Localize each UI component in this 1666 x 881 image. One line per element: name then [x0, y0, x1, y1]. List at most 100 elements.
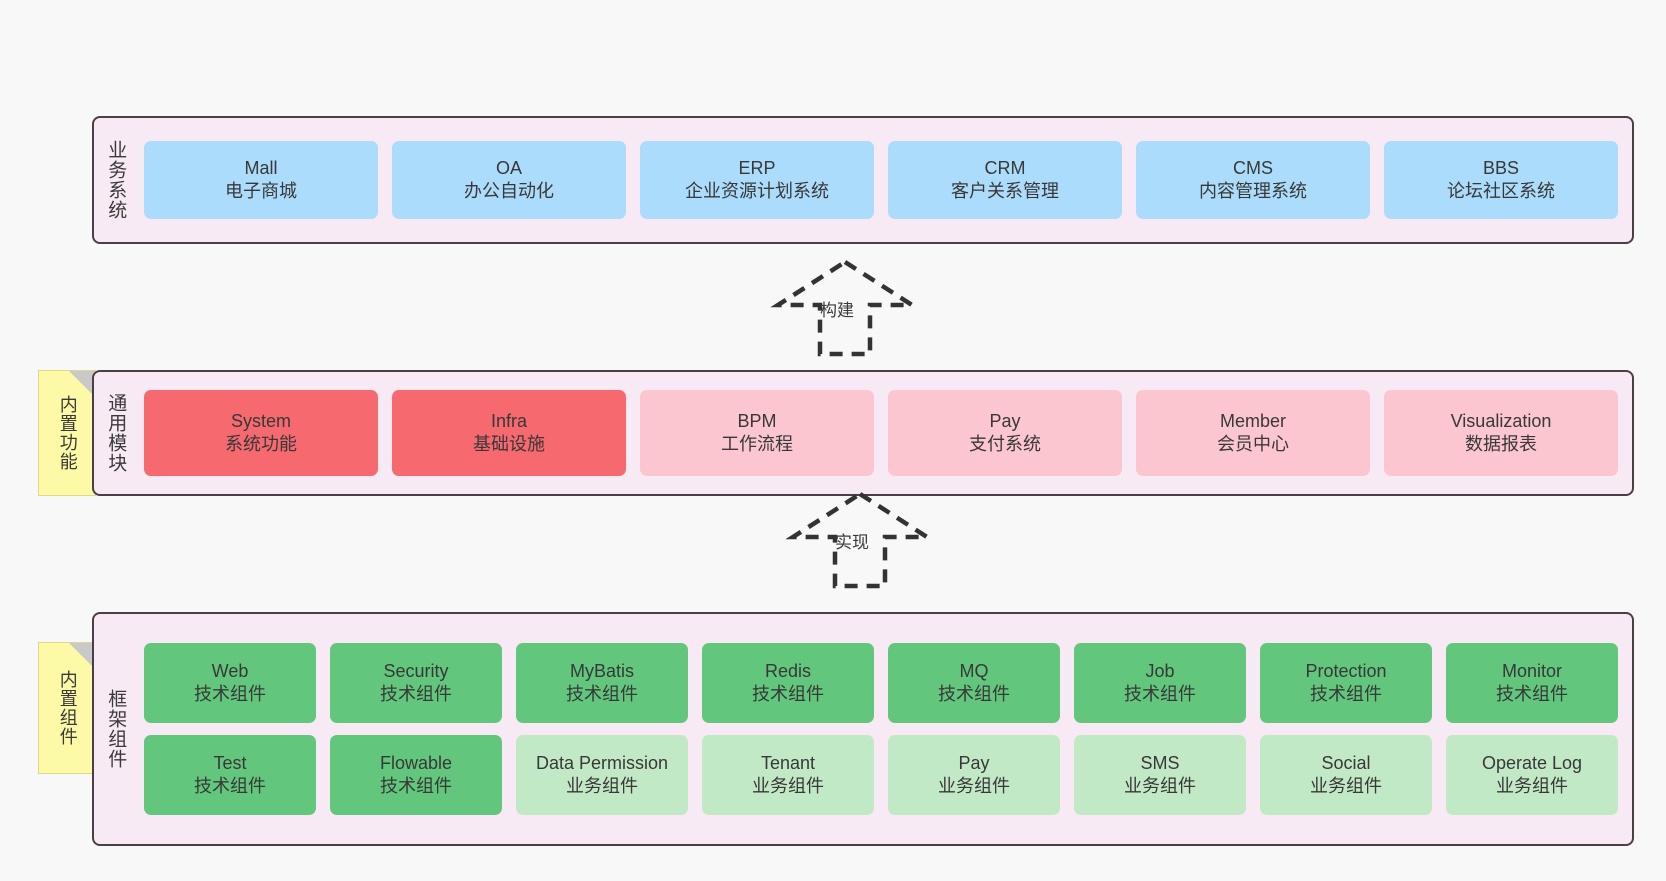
card-social-title: Social [1321, 752, 1371, 773]
card-bpm-title: BPM [737, 410, 777, 431]
card-monitor[interactable]: Monitor 技术组件 [1446, 643, 1618, 723]
card-pay-module-title: Pay [989, 410, 1021, 431]
card-erp-title: ERP [738, 157, 776, 178]
card-pay-component[interactable]: Pay 业务组件 [888, 735, 1060, 815]
card-mall[interactable]: Mall 电子商城 [144, 141, 378, 219]
card-security-title: Security [383, 660, 449, 681]
card-system-title: System [230, 410, 291, 431]
card-protection[interactable]: Protection 技术组件 [1260, 643, 1432, 723]
card-data-permission-subtitle: 业务组件 [566, 776, 638, 796]
card-operate-log-title: Operate Log [1481, 752, 1583, 773]
card-pay-module[interactable]: Pay 支付系统 [888, 390, 1122, 476]
card-mq-title: MQ [959, 660, 989, 681]
card-mybatis[interactable]: MyBatis 技术组件 [516, 643, 688, 723]
card-visualization-subtitle: 数据报表 [1465, 434, 1537, 454]
layer-framework-components: 框架组件 Web 技术组件 Security 技术组件 MyBatis 技术组件… [92, 612, 1634, 846]
card-monitor-title: Monitor [1501, 660, 1563, 681]
card-infra-subtitle: 基础设施 [473, 434, 545, 454]
card-pay-module-subtitle: 支付系统 [969, 434, 1041, 454]
connector-build-label: 构建 [820, 301, 854, 320]
card-crm-subtitle: 客户关系管理 [951, 181, 1059, 201]
card-test[interactable]: Test 技术组件 [144, 735, 316, 815]
card-test-subtitle: 技术组件 [194, 776, 266, 796]
card-tenant-subtitle: 业务组件 [752, 776, 824, 796]
card-crm-title: CRM [984, 157, 1026, 178]
framework-row-business: Test 技术组件 Flowable 技术组件 Data Permission … [144, 735, 1618, 815]
card-oa[interactable]: OA 办公自动化 [392, 141, 626, 219]
card-mall-title: Mall [244, 157, 278, 178]
layer-title-common-modules: 通用模块 [105, 393, 127, 473]
card-sms-subtitle: 业务组件 [1124, 776, 1196, 796]
connector-implement-label: 实现 [835, 533, 869, 552]
card-pay-component-subtitle: 业务组件 [938, 776, 1010, 796]
layer-title-framework-components: 框架组件 [105, 689, 127, 769]
layer-body-common-modules: System 系统功能 Infra 基础设施 BPM 工作流程 Pay 支付系统… [136, 372, 1632, 494]
card-redis[interactable]: Redis 技术组件 [702, 643, 874, 723]
card-security[interactable]: Security 技术组件 [330, 643, 502, 723]
connector-implement: 实现 [775, 490, 945, 590]
card-bbs-title: BBS [1482, 157, 1520, 178]
card-web-title: Web [211, 660, 249, 681]
card-pay-component-title: Pay [958, 752, 990, 773]
card-bbs-subtitle: 论坛社区系统 [1447, 181, 1555, 201]
card-infra-title: Infra [490, 410, 528, 431]
card-system-subtitle: 系统功能 [225, 434, 297, 454]
card-tenant[interactable]: Tenant 业务组件 [702, 735, 874, 815]
card-social[interactable]: Social 业务组件 [1260, 735, 1432, 815]
card-operate-log-subtitle: 业务组件 [1496, 776, 1568, 796]
card-web[interactable]: Web 技术组件 [144, 643, 316, 723]
card-sms-title: SMS [1140, 752, 1180, 773]
card-oa-subtitle: 办公自动化 [464, 181, 554, 201]
card-visualization[interactable]: Visualization 数据报表 [1384, 390, 1618, 476]
card-test-title: Test [213, 752, 247, 773]
card-protection-title: Protection [1305, 660, 1387, 681]
card-social-subtitle: 业务组件 [1310, 776, 1382, 796]
card-cms-subtitle: 内容管理系统 [1199, 181, 1307, 201]
card-member[interactable]: Member 会员中心 [1136, 390, 1370, 476]
card-job-subtitle: 技术组件 [1124, 684, 1196, 704]
card-oa-title: OA [495, 157, 522, 178]
card-mq-subtitle: 技术组件 [938, 684, 1010, 704]
layer-title-business-system: 业务系统 [105, 140, 127, 220]
card-job[interactable]: Job 技术组件 [1074, 643, 1246, 723]
sticky-note-builtin-features: 内置功能 [38, 370, 96, 496]
card-member-title: Member [1219, 410, 1286, 431]
card-cms[interactable]: CMS 内容管理系统 [1136, 141, 1370, 219]
card-web-subtitle: 技术组件 [194, 684, 266, 704]
card-job-title: Job [1145, 660, 1175, 681]
connector-build: 构建 [760, 258, 930, 358]
layer-common-modules: 通用模块 System 系统功能 Infra 基础设施 BPM 工作流程 Pay… [92, 370, 1634, 496]
card-flowable[interactable]: Flowable 技术组件 [330, 735, 502, 815]
card-redis-title: Redis [764, 660, 812, 681]
layer-body-business-system: Mall 电子商城 OA 办公自动化 ERP 企业资源计划系统 CRM 客户关系… [136, 118, 1632, 242]
card-mybatis-subtitle: 技术组件 [566, 684, 638, 704]
card-mall-subtitle: 电子商城 [225, 181, 297, 201]
card-operate-log[interactable]: Operate Log 业务组件 [1446, 735, 1618, 815]
card-security-subtitle: 技术组件 [380, 684, 452, 704]
sticky-note-builtin-features-label: 内置功能 [57, 395, 78, 471]
card-bpm-subtitle: 工作流程 [721, 434, 793, 454]
card-sms[interactable]: SMS 业务组件 [1074, 735, 1246, 815]
card-infra[interactable]: Infra 基础设施 [392, 390, 626, 476]
card-erp-subtitle: 企业资源计划系统 [685, 181, 829, 201]
sticky-fold-corner-icon [69, 643, 95, 669]
sticky-fold-corner-icon [69, 371, 95, 397]
card-bpm[interactable]: BPM 工作流程 [640, 390, 874, 476]
card-protection-subtitle: 技术组件 [1310, 684, 1382, 704]
card-mybatis-title: MyBatis [569, 660, 634, 681]
card-crm[interactable]: CRM 客户关系管理 [888, 141, 1122, 219]
layer-business-system: 业务系统 Mall 电子商城 OA 办公自动化 ERP 企业资源计划系统 CRM… [92, 116, 1634, 244]
card-visualization-title: Visualization [1450, 410, 1552, 431]
card-data-permission[interactable]: Data Permission 业务组件 [516, 735, 688, 815]
card-mq[interactable]: MQ 技术组件 [888, 643, 1060, 723]
card-erp[interactable]: ERP 企业资源计划系统 [640, 141, 874, 219]
card-flowable-title: Flowable [379, 752, 453, 773]
card-tenant-title: Tenant [760, 752, 816, 773]
card-data-permission-title: Data Permission [535, 752, 669, 773]
card-bbs[interactable]: BBS 论坛社区系统 [1384, 141, 1618, 219]
card-system[interactable]: System 系统功能 [144, 390, 378, 476]
card-member-subtitle: 会员中心 [1217, 434, 1289, 454]
layer-body-framework-components: Web 技术组件 Security 技术组件 MyBatis 技术组件 Redi… [136, 614, 1632, 844]
sticky-note-builtin-components: 内置组件 [38, 642, 96, 774]
